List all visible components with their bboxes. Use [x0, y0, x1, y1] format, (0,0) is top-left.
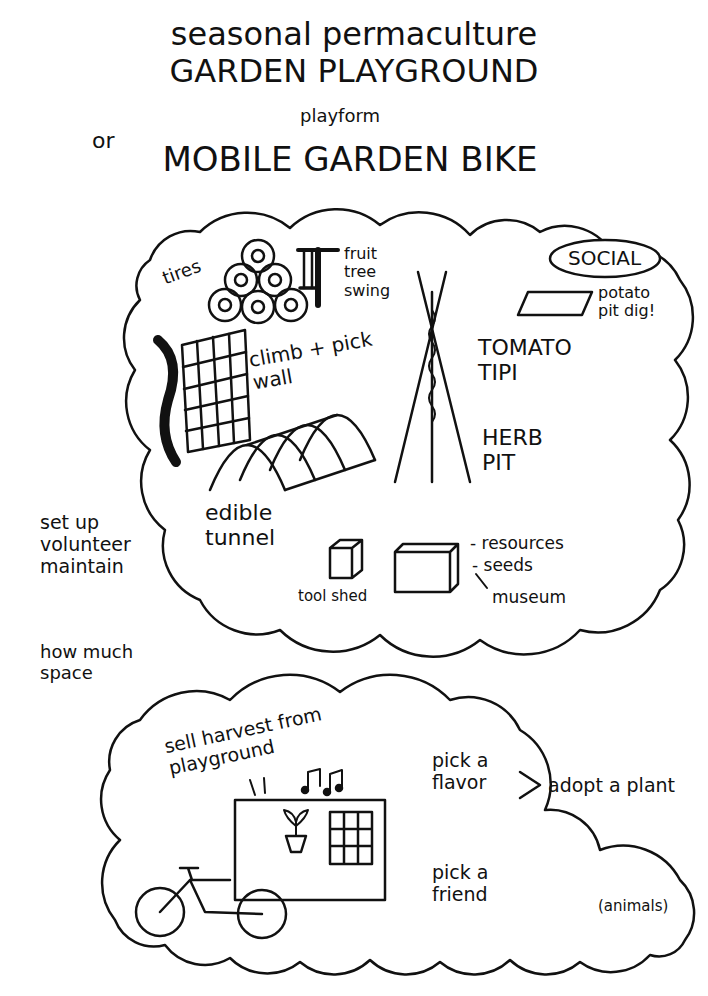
arrow-mark [520, 772, 540, 798]
item-label: - resources [470, 534, 564, 554]
cloud-region: sell harvest from playground pick a flavo… [100, 680, 705, 985]
item-label: edible tunnel [205, 500, 320, 551]
item-label: TOMATO TIPI [478, 335, 588, 386]
climbing-wall [182, 330, 250, 452]
tire-pile [209, 240, 307, 323]
social-oval: SOCIAL [548, 238, 661, 279]
note-text: or [92, 128, 115, 153]
tool-shed [330, 540, 487, 592]
note-text: adopt a plant [548, 775, 675, 797]
title-text: seasonal permaculture GARDEN PLAYGROUND [129, 16, 579, 90]
item-label: HERB PIT [482, 425, 572, 476]
item-label: (animals) [598, 898, 668, 915]
social-label: SOCIAL [568, 247, 641, 270]
tomato-tipi [395, 272, 470, 482]
garden-bike [136, 769, 385, 938]
edible-tunnel [210, 415, 375, 490]
note-text: how much space [40, 642, 138, 683]
item-label: potato pit dig! [598, 284, 670, 321]
potato-pit [518, 292, 592, 315]
item-label: pick a flavor [432, 750, 518, 794]
cloud-region: tires climb + pick wall fruit tree swing po… [120, 215, 700, 650]
item-label: sell harvest from playground [162, 700, 342, 779]
item-label: fruit tree swing [344, 245, 408, 300]
note-text: playform [300, 106, 380, 127]
tree-swing [298, 250, 338, 305]
slide [158, 340, 176, 462]
item-label: - seeds [472, 556, 533, 576]
item-label: pick a friend [432, 862, 528, 906]
note-text: set up volunteer maintain [40, 512, 148, 578]
cloud-outline [120, 215, 700, 650]
item-label: climb + pick wall [247, 321, 413, 394]
item-label: tool shed [298, 588, 367, 605]
subtitle-text: MOBILE GARDEN BIKE [90, 140, 610, 179]
item-label: tires [160, 256, 204, 289]
item-label: museum [492, 588, 566, 608]
cloud-outline [100, 680, 705, 985]
